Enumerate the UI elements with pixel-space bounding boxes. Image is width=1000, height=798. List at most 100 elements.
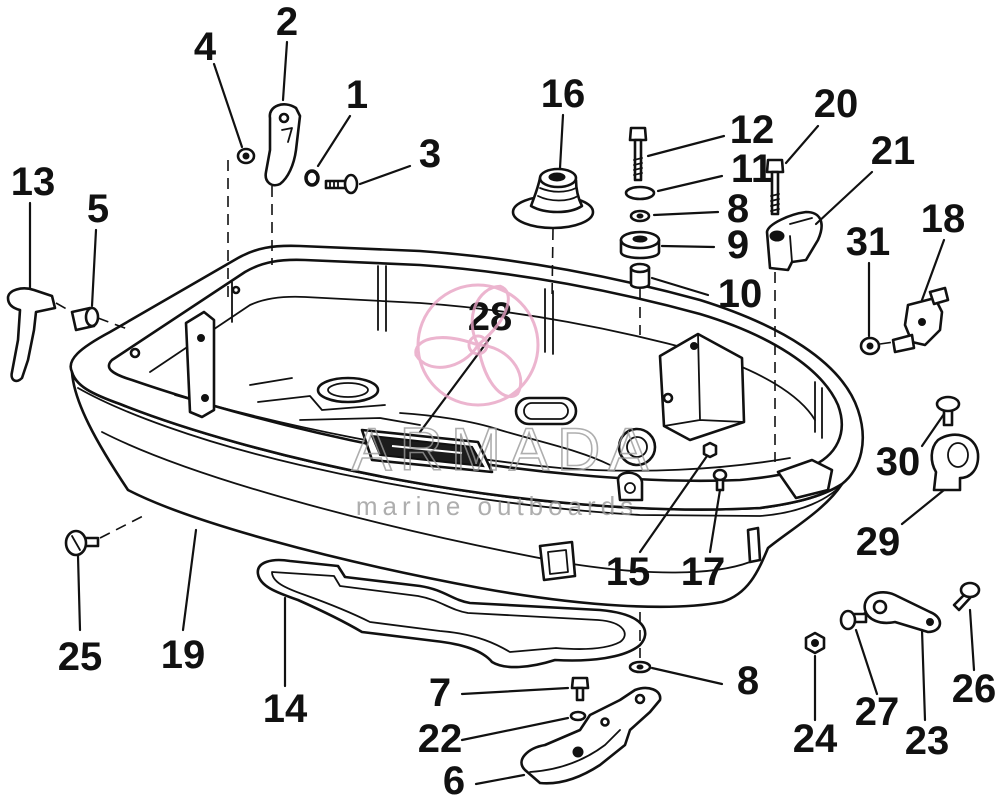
leader-line-6: [474, 773, 526, 786]
leader-line-16: [558, 113, 565, 170]
part-18-bracket: [891, 286, 950, 354]
part-28-pad: [360, 428, 494, 474]
part-2-hole: [278, 112, 290, 124]
leader-line-9: [660, 244, 716, 249]
guide-line-5: [97, 317, 131, 331]
cowl-side-contour: [101, 431, 751, 574]
leader-line-11: [656, 174, 724, 193]
callout-label-12: 12: [730, 108, 775, 152]
callout-label-26: 26: [952, 667, 997, 711]
guide-line-13: [55, 302, 73, 313]
cowl-floor-slot: [514, 396, 578, 426]
callout-label-5: 5: [87, 187, 109, 231]
leader-line-12: [646, 134, 726, 158]
callout-label-30: 30: [876, 440, 921, 484]
callout-label-14: 14: [263, 687, 308, 731]
cowl-right-end-tab: [776, 458, 834, 500]
watermark-blade-3: [476, 343, 523, 399]
part-2-slot: [281, 127, 293, 143]
part-20-bolt: [765, 158, 785, 216]
part-12-threads: [633, 157, 643, 176]
callout-label-3: 3: [419, 132, 441, 176]
cowl-rear-ear: [616, 471, 644, 502]
leader-line-18: [920, 238, 946, 302]
part-2-bracket: [264, 103, 302, 187]
cowl-left-ear-hole: [129, 347, 141, 359]
cowl-rim-front-lip: [77, 387, 847, 517]
leader-line-8-lower: [650, 666, 724, 686]
part-23-lever-arm: [863, 590, 942, 634]
part-8-upper-hole: [636, 213, 644, 219]
callout-label-31: 31: [846, 220, 891, 264]
part-23-hole-small: [926, 618, 934, 626]
part-17-screw: [712, 468, 728, 492]
leader-line-8-upper: [652, 210, 720, 217]
part-30-screw: [935, 395, 961, 427]
callout-label-28: 28: [468, 295, 513, 339]
part-16-ribs: [537, 187, 579, 202]
callout-label-9: 9: [727, 223, 749, 267]
callout-label-21: 21: [871, 129, 916, 173]
leader-line-3: [358, 164, 412, 186]
callout-label-17: 17: [681, 550, 726, 594]
part-10-body: [629, 266, 651, 290]
part-6-hole-end: [634, 693, 646, 705]
guide-line-25: [99, 514, 146, 539]
leader-line-27: [854, 628, 879, 696]
part-7-head: [570, 676, 590, 690]
cowl-back-wall-base: [149, 295, 816, 421]
guide-line-16: [551, 228, 554, 301]
part-20-threads: [770, 193, 780, 212]
cowl-floor-cable: [399, 412, 611, 466]
part-31-hole: [866, 342, 874, 350]
leader-line-23: [920, 628, 927, 722]
part-30-head: [935, 395, 961, 413]
watermark-blade-2: [414, 336, 481, 369]
leader-line-30: [920, 412, 946, 448]
part-4-washer: [236, 147, 256, 165]
cowl-floor-ridges: [249, 377, 421, 426]
cowl-front-bracket-inner: [547, 549, 569, 575]
part-29-clip: [930, 433, 980, 492]
part-7-screw: [570, 676, 590, 702]
leader-line-29: [900, 488, 946, 526]
part-21-clamp: [765, 210, 823, 272]
part-6-bracket: [520, 686, 662, 785]
part-26-head: [959, 581, 981, 599]
callout-label-6: 6: [443, 759, 465, 798]
cowl-left-bracket-hole-top: [197, 334, 205, 342]
part-9-grommet: [619, 230, 661, 260]
callout-label-23: 23: [905, 719, 950, 763]
part-6-hole-main: [572, 746, 584, 758]
part-22-washer: [569, 710, 587, 722]
part-8-washer-lower: [628, 660, 652, 674]
part-31-washer: [859, 336, 881, 356]
leader-lines: [28, 40, 976, 786]
part-4-hole: [242, 152, 250, 160]
part-20-shank: [770, 170, 780, 216]
watermark-tagline: marine outboards: [356, 491, 638, 521]
part-2-outline: [264, 103, 302, 187]
part-6-flange: [529, 729, 621, 773]
part-20-head: [765, 158, 785, 174]
part-16-body: [529, 176, 584, 214]
part-28-surface: [370, 434, 485, 468]
callout-label-22: 22: [418, 717, 463, 761]
part-21-hole: [769, 230, 785, 242]
leader-line-2: [281, 40, 289, 102]
part-21-edge: [789, 217, 813, 263]
part-24-nut: [804, 631, 826, 655]
leader-line-25: [76, 554, 82, 632]
cowl-right-mount-edge: [663, 333, 745, 427]
leader-line-20: [784, 124, 820, 165]
leader-line-1: [316, 114, 352, 168]
part-12-bolt: [628, 126, 648, 182]
leader-line-22: [460, 716, 570, 742]
part-16-grommet: [511, 167, 595, 230]
part-16-hole: [548, 172, 566, 182]
watermark: ARMADA marine outboards: [351, 283, 649, 521]
callout-label-11: 11: [731, 147, 773, 191]
cowl-floor-round-hole-inner: [626, 436, 648, 458]
callout-label-7: 7: [429, 671, 451, 715]
